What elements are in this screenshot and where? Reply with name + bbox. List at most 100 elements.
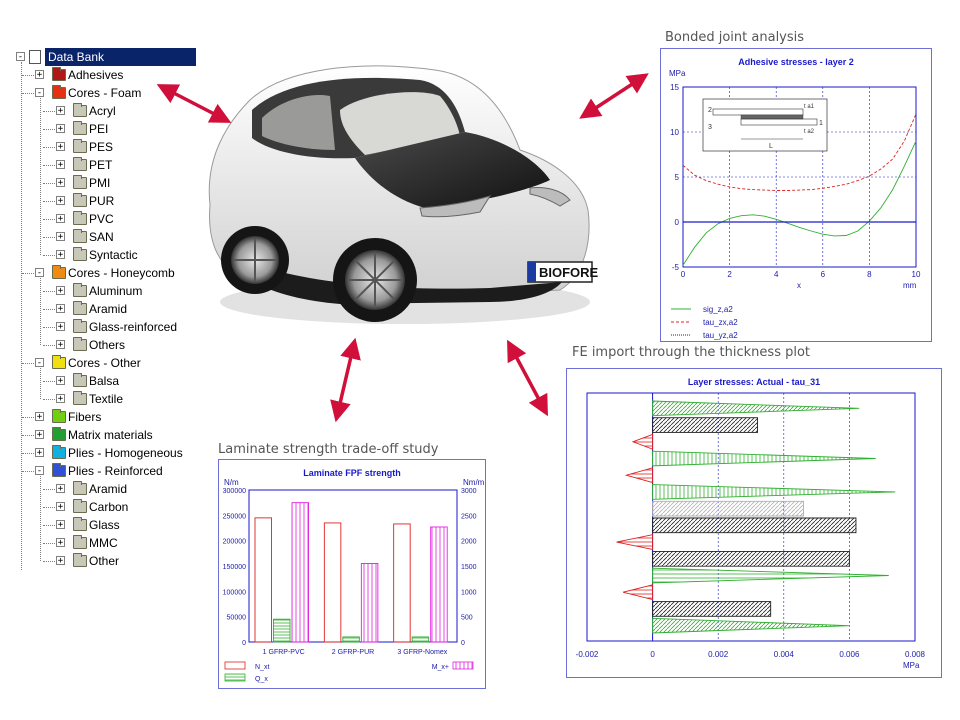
expand-icon[interactable]: + bbox=[35, 70, 44, 80]
y2-tick-label: 1500 bbox=[461, 564, 477, 571]
expand-icon[interactable]: + bbox=[56, 196, 65, 206]
tree-item-label[interactable]: Cores - Other bbox=[68, 356, 141, 370]
tree-item-label[interactable]: PUR bbox=[89, 194, 115, 208]
tree-item-label[interactable]: Carbon bbox=[89, 500, 129, 514]
legend-label: N_xt bbox=[255, 664, 269, 671]
collapse-icon[interactable]: - bbox=[35, 88, 44, 98]
tree-connector bbox=[43, 147, 55, 148]
tree-item-label[interactable]: Glass bbox=[89, 518, 120, 532]
expand-icon[interactable]: + bbox=[35, 430, 44, 440]
expand-icon[interactable]: + bbox=[56, 376, 65, 386]
expand-icon[interactable]: + bbox=[56, 214, 65, 224]
tree-item-label[interactable]: Other bbox=[89, 554, 120, 568]
layer-bar-7 bbox=[652, 517, 857, 534]
inset-label: 3 bbox=[708, 124, 712, 131]
tree-item-label[interactable]: Adhesives bbox=[68, 68, 124, 82]
expand-icon[interactable]: + bbox=[56, 538, 65, 548]
folder-icon bbox=[73, 211, 87, 225]
expand-icon[interactable]: + bbox=[56, 124, 65, 134]
laminate-strength-plot: 0500001000001500002000002500003000000500… bbox=[223, 488, 477, 683]
legend-label: Q_x bbox=[255, 676, 268, 683]
tree-item-label[interactable]: PET bbox=[89, 158, 113, 172]
expand-icon[interactable]: + bbox=[35, 412, 44, 422]
inset-label: t a1 bbox=[804, 104, 815, 110]
expand-icon[interactable]: + bbox=[56, 160, 65, 170]
collapse-icon[interactable]: - bbox=[35, 466, 44, 476]
tree-guide-line bbox=[21, 62, 22, 570]
expand-icon[interactable]: + bbox=[56, 520, 65, 530]
y-tick-label: 200000 bbox=[223, 539, 246, 546]
x-tick-label: 8 bbox=[867, 270, 872, 279]
x-tick-label: 6 bbox=[821, 270, 826, 279]
layer-bar-1 bbox=[652, 417, 759, 433]
tree-item-label[interactable]: Matrix materials bbox=[68, 428, 153, 442]
x-tick-label: 3 GFRP-Nomex bbox=[397, 649, 447, 656]
tree-item-label[interactable]: Plies - Homogeneous bbox=[68, 446, 183, 460]
tree-root-label[interactable]: Data Bank bbox=[45, 48, 196, 66]
x-tick-label: -0.002 bbox=[576, 650, 599, 659]
expand-icon[interactable]: + bbox=[56, 340, 65, 350]
tree-guide-line bbox=[40, 98, 41, 255]
bar-1-1 bbox=[342, 636, 360, 643]
tree-item-label[interactable]: Plies - Reinforced bbox=[68, 464, 163, 478]
folder-icon bbox=[52, 463, 66, 477]
y2-tick-label: 500 bbox=[461, 615, 473, 622]
expand-icon[interactable]: + bbox=[35, 448, 44, 458]
expand-icon[interactable]: + bbox=[56, 250, 65, 260]
tree-item-label[interactable]: PMI bbox=[89, 176, 111, 190]
y2-axis-label: Nm/m bbox=[463, 478, 485, 487]
tree-connector bbox=[43, 219, 55, 220]
tree-connector bbox=[43, 399, 55, 400]
chart-title: Adhesive stresses - layer 2 bbox=[738, 57, 854, 67]
folder-icon bbox=[52, 355, 66, 369]
tree-item-label[interactable]: Aluminum bbox=[89, 284, 143, 298]
folder-icon bbox=[52, 265, 66, 279]
expand-icon[interactable]: + bbox=[56, 556, 65, 566]
x-tick-label: 0.002 bbox=[708, 650, 729, 659]
tree-item-label[interactable]: MMC bbox=[89, 536, 118, 550]
tree-connector bbox=[22, 417, 34, 418]
tree-item-label[interactable]: Cores - Foam bbox=[68, 86, 142, 100]
tree-item-label[interactable]: Syntactic bbox=[89, 248, 138, 262]
tree-item-label[interactable]: PVC bbox=[89, 212, 114, 226]
expand-icon[interactable]: + bbox=[56, 394, 65, 404]
expand-icon[interactable]: + bbox=[56, 142, 65, 152]
tree-item-label[interactable]: Others bbox=[89, 338, 126, 352]
tree-item-label[interactable]: Glass-reinforced bbox=[89, 320, 178, 334]
tree-item-label[interactable]: Balsa bbox=[89, 374, 120, 388]
legend-swatch bbox=[224, 661, 246, 670]
expand-icon[interactable]: + bbox=[56, 232, 65, 242]
folder-icon bbox=[73, 229, 87, 243]
tree-item-label[interactable]: SAN bbox=[89, 230, 114, 244]
tree-item-label[interactable]: Cores - Honeycomb bbox=[68, 266, 175, 280]
expand-icon[interactable]: + bbox=[56, 106, 65, 116]
tree-item-label[interactable]: Fibers bbox=[68, 410, 102, 424]
expand-icon[interactable]: + bbox=[56, 304, 65, 314]
tree-connector bbox=[22, 453, 34, 454]
tree-connector bbox=[43, 345, 55, 346]
caption-laminate: Laminate strength trade-off study bbox=[218, 442, 439, 457]
y-tick-label: 15 bbox=[670, 83, 679, 92]
collapse-icon[interactable]: - bbox=[16, 52, 25, 62]
tree-connector bbox=[43, 327, 55, 328]
tree-item-label[interactable]: Aramid bbox=[89, 482, 128, 496]
layer-bar-8 bbox=[616, 534, 654, 550]
x-tick-label: 10 bbox=[912, 270, 921, 279]
y-axis-label: MPa bbox=[669, 69, 686, 78]
adhesive-layer bbox=[740, 114, 804, 120]
collapse-icon[interactable]: - bbox=[35, 268, 44, 278]
tree-item-label[interactable]: PEI bbox=[89, 122, 109, 136]
folder-icon bbox=[73, 553, 87, 567]
expand-icon[interactable]: + bbox=[56, 484, 65, 494]
tree-item-label[interactable]: Aramid bbox=[89, 302, 128, 316]
expand-icon[interactable]: + bbox=[56, 322, 65, 332]
tree-item-label[interactable]: PES bbox=[89, 140, 114, 154]
folder-icon bbox=[52, 445, 66, 459]
tree-item-label[interactable]: Acryl bbox=[89, 104, 116, 118]
expand-icon[interactable]: + bbox=[56, 502, 65, 512]
expand-icon[interactable]: + bbox=[56, 178, 65, 188]
collapse-icon[interactable]: - bbox=[35, 358, 44, 368]
expand-icon[interactable]: + bbox=[56, 286, 65, 296]
data-bank-tree[interactable]: - Data Bank +Adhesives-Cores - Foam+Acry… bbox=[0, 0, 210, 580]
tree-item-label[interactable]: Textile bbox=[89, 392, 124, 406]
